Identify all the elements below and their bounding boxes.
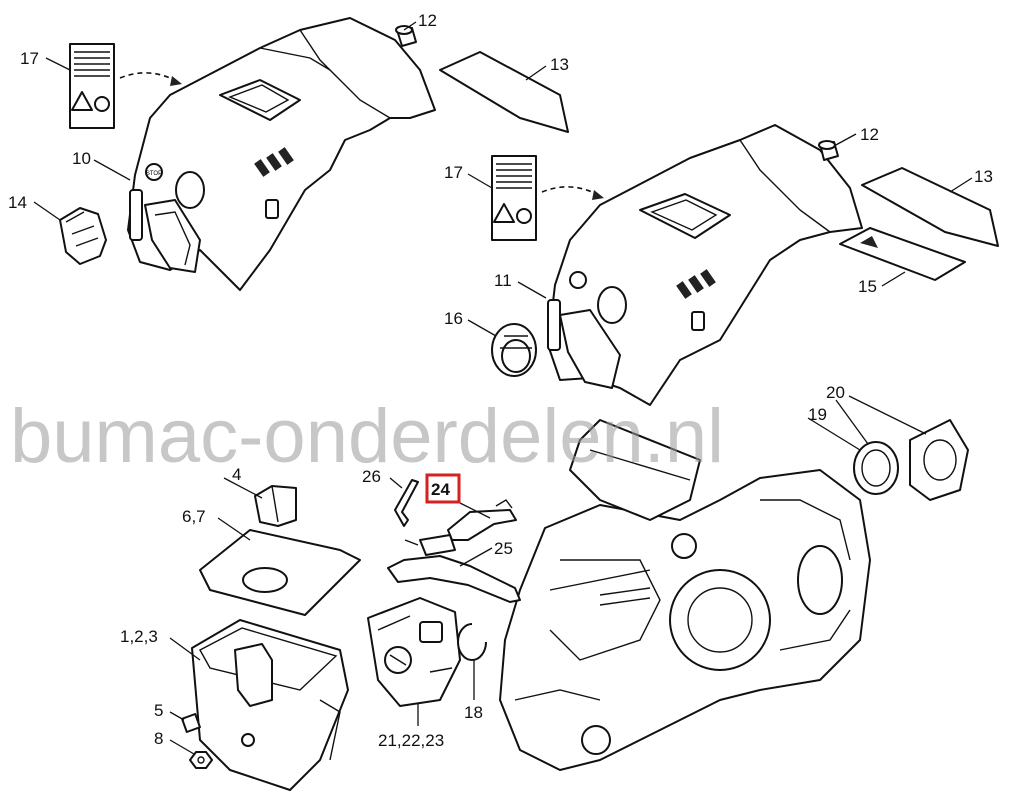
label-5: 5 — [154, 701, 163, 720]
part-4-elbow — [254, 485, 297, 527]
part-1-2-3-air-box — [191, 619, 349, 791]
label-20: 20 — [826, 383, 845, 402]
label-10: 10 — [72, 149, 91, 168]
arrow-17-to-cover-a — [119, 72, 179, 83]
label-8: 8 — [154, 729, 163, 748]
label-13b: 13 — [974, 167, 993, 186]
label-17a: 17 — [20, 49, 39, 68]
label-14: 14 — [8, 193, 27, 212]
part-8-nut — [189, 751, 213, 769]
part-13-filter-a — [439, 51, 569, 133]
arrow-head-icon — [170, 76, 182, 86]
arrow-17-to-cover-b — [541, 186, 601, 197]
part-14-knob — [59, 207, 107, 265]
part-13-filter-b — [861, 167, 999, 247]
part-number-labels: 17 12 13 10 14 17 12 13 15 11 16 20 19 4… — [8, 11, 993, 750]
part-17-warning-label-b — [491, 155, 537, 241]
part-25-throttle-shaft — [387, 534, 521, 603]
label-26: 26 — [362, 467, 381, 486]
label-16: 16 — [444, 309, 463, 328]
shroud-cover-11 — [547, 124, 863, 406]
leader-lines — [33, 21, 973, 755]
shroud-cover-10: STOP — [127, 17, 436, 291]
part-5-nut — [181, 713, 201, 733]
label-19: 19 — [808, 405, 827, 424]
label-4: 4 — [232, 465, 241, 484]
part-16-knob — [491, 323, 537, 377]
label-13a: 13 — [550, 55, 569, 74]
part-6-7-filter-plate — [199, 529, 361, 616]
arrow-head-icon — [592, 190, 604, 200]
part-15-sticker — [839, 227, 966, 281]
label-25: 25 — [494, 539, 513, 558]
label-21-22-23: 21,22,23 — [378, 731, 444, 750]
stop-icon-text: STOP — [146, 171, 162, 177]
label-1-2-3: 1,2,3 — [120, 627, 158, 646]
label-24: 24 — [431, 480, 450, 499]
part-19-ring — [853, 441, 899, 495]
part-26-rod — [394, 479, 419, 527]
label-6-7: 6,7 — [182, 507, 206, 526]
label-12a: 12 — [418, 11, 437, 30]
part-21-22-23-carburettor — [367, 597, 461, 707]
part-24-clip — [447, 499, 517, 541]
part-20-intake-flange — [909, 419, 969, 501]
part-12-plug-b — [818, 140, 839, 161]
label-17b: 17 — [444, 163, 463, 182]
label-18: 18 — [464, 703, 483, 722]
baffle-plate — [569, 419, 701, 521]
highlight-box-24 — [425, 473, 461, 504]
label-15: 15 — [858, 277, 877, 296]
crankcase-housing — [499, 469, 871, 771]
part-17-warning-label-a — [69, 43, 115, 129]
label-11: 11 — [494, 271, 512, 290]
watermark-text: bumac-onderdelen.nl — [10, 394, 724, 479]
label-12b: 12 — [860, 125, 879, 144]
part-18-circlip — [457, 623, 487, 661]
